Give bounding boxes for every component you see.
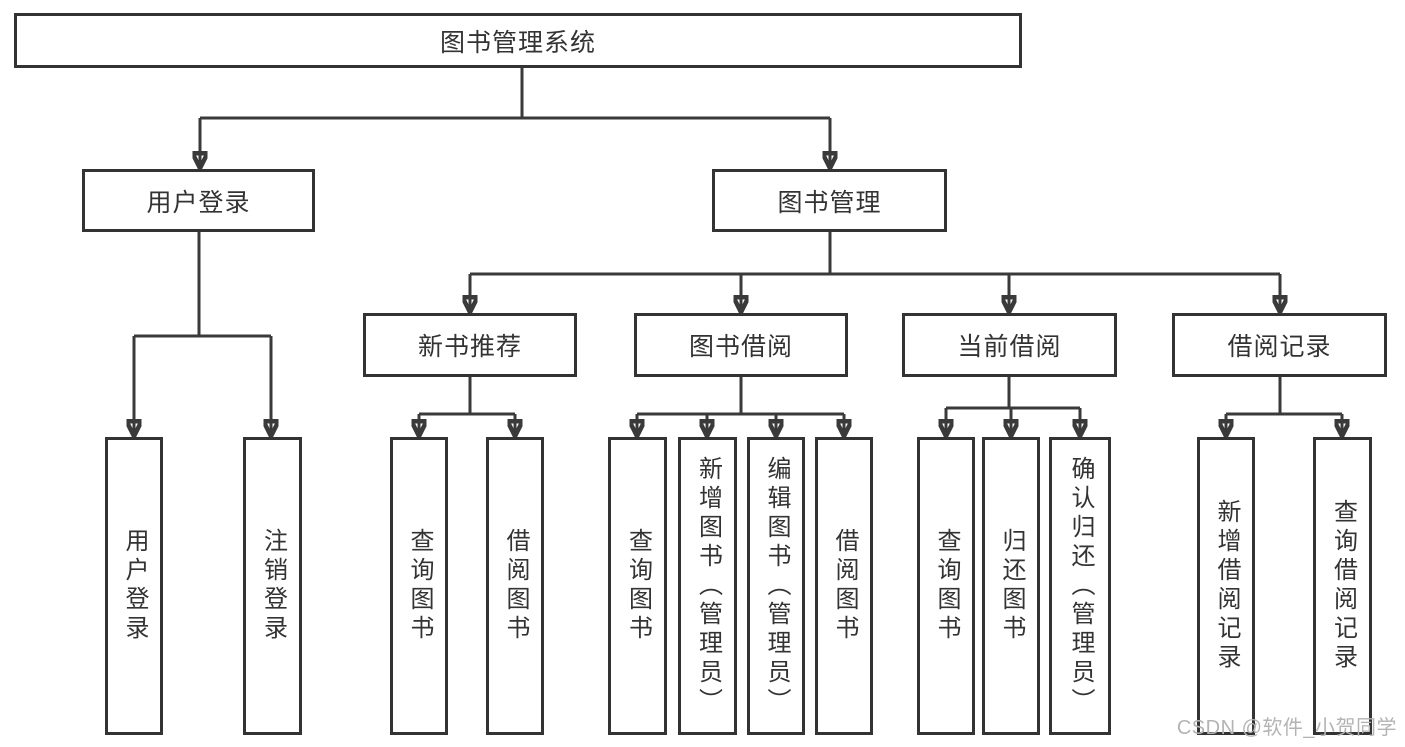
node-book-borrowing: 图书借阅 — [634, 313, 848, 377]
leaf-logout-label: 注销登录 — [259, 528, 287, 644]
leaf-query-borrow-record-label: 查询借阅记录 — [1329, 499, 1357, 673]
leaf-confirm-return-admin-label: 确认归还（管理员） — [1067, 455, 1094, 717]
node-book-management-label: 图书管理 — [777, 188, 882, 217]
leaf-return-book: 归还图书 — [982, 437, 1040, 735]
leaf-borrow-books-recommend-label: 借阅图书 — [502, 528, 529, 644]
leaf-add-book-admin: 新增图书（管理员） — [678, 437, 737, 735]
leaf-query-books-current: 查询图书 — [917, 437, 975, 735]
leaf-borrow-books-borrowing: 借阅图书 — [815, 437, 873, 735]
leaf-return-book-label: 归还图书 — [998, 528, 1025, 644]
node-library-system-label: 图书管理系统 — [439, 28, 596, 57]
leaf-user-login: 用户登录 — [105, 437, 163, 735]
node-borrowing-records: 借阅记录 — [1172, 313, 1387, 377]
leaf-query-books-recommend: 查询图书 — [390, 437, 448, 735]
leaf-add-borrow-record-label: 新增借阅记录 — [1213, 499, 1240, 673]
leaf-borrow-books-recommend: 借阅图书 — [486, 437, 544, 735]
leaf-logout: 注销登录 — [243, 437, 302, 735]
leaf-edit-book-admin-label: 编辑图书（管理员） — [763, 455, 790, 717]
leaf-borrow-books-borrowing-label: 借阅图书 — [831, 528, 858, 644]
node-current-borrowing-label: 当前借阅 — [957, 333, 1062, 361]
node-book-borrowing-label: 图书借阅 — [688, 333, 793, 361]
node-borrowing-records-label: 借阅记录 — [1227, 333, 1332, 361]
node-current-borrowing: 当前借阅 — [902, 313, 1117, 377]
leaf-edit-book-admin: 编辑图书（管理员） — [747, 437, 805, 735]
node-library-system: 图书管理系统 — [14, 13, 1022, 68]
node-user-login: 用户登录 — [82, 169, 315, 232]
leaf-query-books-borrowing: 查询图书 — [608, 437, 667, 735]
node-new-book-recommendation-label: 新书推荐 — [417, 333, 522, 361]
leaf-add-book-admin-label: 新增图书（管理员） — [694, 455, 722, 717]
node-book-management: 图书管理 — [712, 169, 947, 232]
leaf-query-borrow-record: 查询借阅记录 — [1313, 437, 1372, 735]
node-new-book-recommendation: 新书推荐 — [363, 313, 577, 377]
leaf-user-login-label: 用户登录 — [121, 528, 148, 644]
leaf-query-books-borrowing-label: 查询图书 — [624, 528, 652, 644]
watermark-text: CSDN @软件_小贺同学 — [1176, 717, 1397, 739]
leaf-query-books-recommend-label: 查询图书 — [406, 528, 433, 644]
node-user-login-label: 用户登录 — [146, 188, 251, 217]
leaf-add-borrow-record: 新增借阅记录 — [1197, 437, 1255, 735]
leaf-confirm-return-admin: 确认归还（管理员） — [1049, 437, 1111, 735]
leaf-query-books-current-label: 查询图书 — [933, 528, 960, 644]
